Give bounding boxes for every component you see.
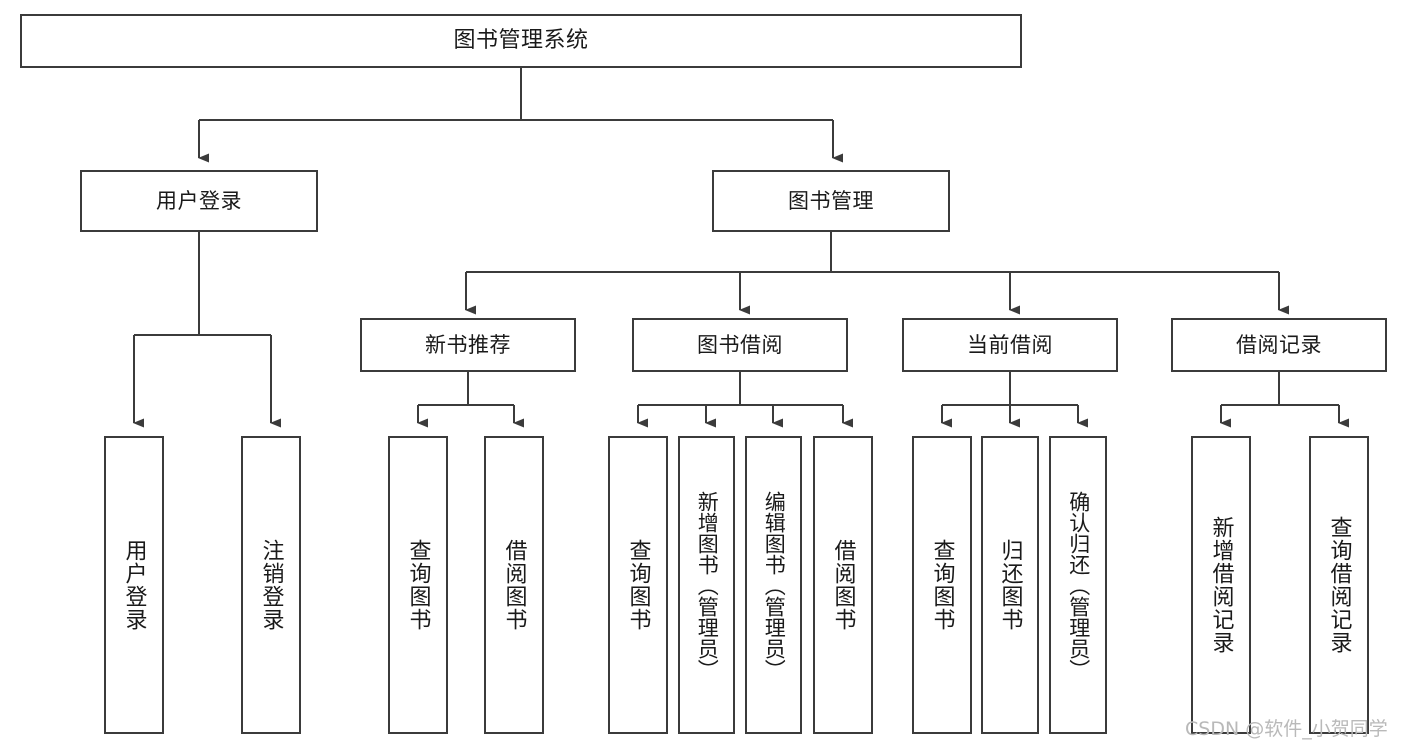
leaf-query-book-current[interactable]: 查询图书 (912, 436, 972, 734)
node-label: 图书管理 (788, 188, 874, 213)
node-user-login[interactable]: 用户登录 (80, 170, 318, 232)
leaf-borrow-book-recommend[interactable]: 借阅图书 (484, 436, 544, 734)
node-root-system[interactable]: 图书管理系统 (20, 14, 1022, 68)
leaf-user-logout[interactable]: 注销登录 (241, 436, 301, 734)
node-label: 查询图书 (929, 539, 955, 631)
csdn-watermark: CSDN @软件_小贺同学 (1185, 718, 1388, 740)
node-borrow-record[interactable]: 借阅记录 (1171, 318, 1387, 372)
leaf-query-borrow-record[interactable]: 查询借阅记录 (1309, 436, 1369, 734)
node-label: 借阅记录 (1236, 332, 1322, 357)
node-label: 查询借阅记录 (1326, 516, 1352, 654)
leaf-confirm-return-admin[interactable]: 确认归还（管理员） (1049, 436, 1107, 734)
leaf-query-book-recommend[interactable]: 查询图书 (388, 436, 448, 734)
node-book-management[interactable]: 图书管理 (712, 170, 950, 232)
leaf-add-borrow-record[interactable]: 新增借阅记录 (1191, 436, 1251, 734)
node-label: 确认归还（管理员） (1066, 490, 1091, 680)
node-label: 查询图书 (625, 539, 651, 631)
node-label: 新增借阅记录 (1208, 516, 1234, 654)
node-book-borrow[interactable]: 图书借阅 (632, 318, 848, 372)
node-label: 借阅图书 (830, 539, 856, 631)
leaf-query-book-borrow[interactable]: 查询图书 (608, 436, 668, 734)
node-label: 图书借阅 (697, 332, 783, 357)
leaf-add-book-admin[interactable]: 新增图书（管理员） (678, 436, 735, 734)
node-label: 新增图书（管理员） (695, 490, 720, 680)
node-label: 注销登录 (258, 539, 284, 631)
node-label: 归还图书 (997, 539, 1023, 631)
node-current-borrow[interactable]: 当前借阅 (902, 318, 1118, 372)
node-label: 借阅图书 (501, 539, 527, 631)
node-new-book-recommend[interactable]: 新书推荐 (360, 318, 576, 372)
leaf-user-login[interactable]: 用户登录 (104, 436, 164, 734)
leaf-borrow-book[interactable]: 借阅图书 (813, 436, 873, 734)
node-label: 当前借阅 (967, 332, 1053, 357)
node-label: 新书推荐 (425, 332, 511, 357)
node-label: 用户登录 (156, 188, 242, 213)
node-label: 用户登录 (121, 539, 147, 631)
node-label: 图书管理系统 (453, 28, 589, 54)
leaf-return-book[interactable]: 归还图书 (981, 436, 1039, 734)
leaf-edit-book-admin[interactable]: 编辑图书（管理员） (745, 436, 802, 734)
node-label: 编辑图书（管理员） (762, 490, 787, 680)
node-label: 查询图书 (405, 539, 431, 631)
